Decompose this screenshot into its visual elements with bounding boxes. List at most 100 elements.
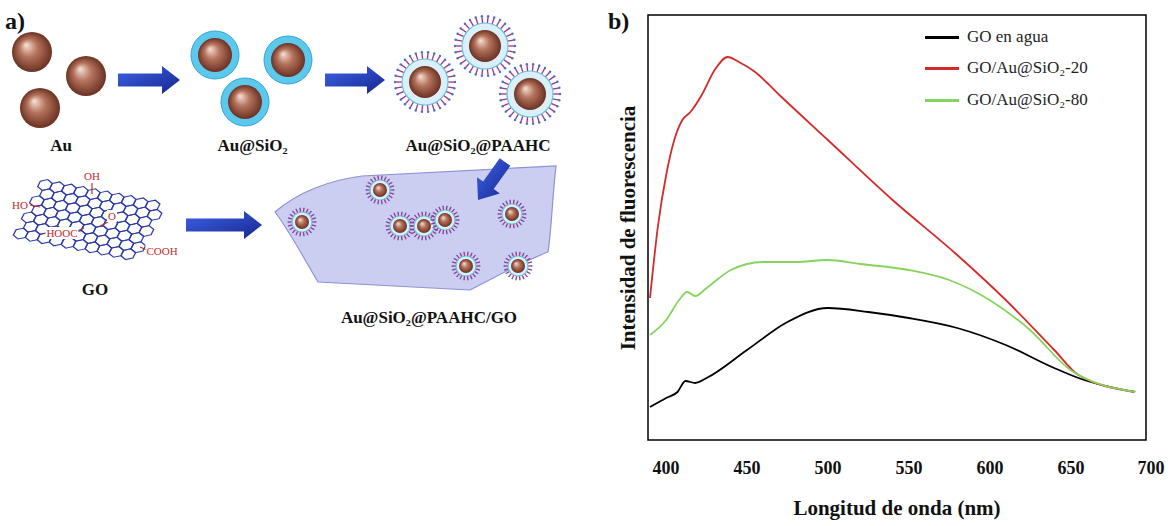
- polymer-chain: [386, 225, 390, 226]
- polymer-end: [368, 197, 369, 198]
- gold-core: [409, 66, 441, 98]
- graphene-sheet: [275, 166, 556, 290]
- polymer-end: [504, 269, 505, 270]
- polymer-end: [307, 209, 308, 210]
- polymer-end: [509, 115, 511, 117]
- polymer-end: [386, 221, 387, 222]
- polymer-end: [511, 253, 512, 254]
- polymer-end: [458, 215, 459, 216]
- polymer-end: [523, 278, 524, 279]
- polymer-end: [479, 261, 480, 262]
- polymer-end: [526, 63, 528, 65]
- polymer-end: [556, 105, 558, 107]
- gold-core: [198, 38, 232, 72]
- polymer-end: [499, 99, 501, 101]
- legend-entry: GO/Au@SiO₂-80: [925, 90, 1091, 110]
- polymer-end: [454, 258, 455, 259]
- polymer-end: [404, 103, 406, 105]
- polymer-end: [553, 110, 555, 112]
- polymer-end: [411, 218, 412, 219]
- polymer-end: [503, 265, 504, 266]
- polymer-end: [504, 23, 506, 25]
- carbon-ring: [138, 224, 155, 237]
- polymer-end: [373, 177, 374, 178]
- polymer-end: [381, 175, 382, 176]
- polymer-end: [481, 15, 483, 17]
- polymer-chain: [504, 265, 508, 266]
- polymer-end: [501, 81, 503, 83]
- bond-line: [30, 205, 40, 207]
- polymer-end: [475, 73, 477, 75]
- polymer-chain: [498, 213, 502, 214]
- polymer-end: [519, 251, 520, 252]
- polymer-end: [509, 71, 511, 73]
- silica-coated-particles: [191, 31, 312, 126]
- polymer-chain: [453, 212, 456, 214]
- polymer-end: [500, 221, 501, 222]
- polymer-end: [435, 230, 436, 231]
- polymer-end: [477, 258, 478, 259]
- legend-entry: GO/Au@SiO₂-20: [925, 58, 1091, 78]
- polymer-end: [429, 238, 430, 239]
- functional-groups: [30, 183, 147, 250]
- polymer-chain: [290, 214, 293, 216]
- polymer-end: [464, 23, 466, 25]
- polymer-end: [435, 209, 436, 210]
- polymer-end: [408, 215, 409, 216]
- polymer-end: [448, 63, 450, 65]
- polymer-end: [290, 214, 291, 215]
- polymer-chain: [473, 255, 476, 258]
- polymer-end: [467, 279, 468, 280]
- polymer-chain: [366, 189, 370, 190]
- polymer-end: [517, 226, 518, 227]
- silica-shell: [402, 59, 448, 105]
- polymer-end: [404, 59, 406, 61]
- polymer-end: [373, 202, 374, 203]
- silica-particle-group: Au@SiO₂: [186, 25, 319, 158]
- graphene-oxide-sheet: [12, 178, 167, 261]
- polymer-end: [451, 93, 453, 95]
- polymer-end: [508, 276, 509, 277]
- polymer-end: [511, 33, 513, 35]
- polymer-end: [451, 69, 453, 71]
- polymer-end: [386, 229, 387, 230]
- polymer-end: [523, 206, 524, 207]
- polymer-end: [456, 33, 458, 35]
- gold-core: [505, 207, 519, 221]
- polymer-end: [394, 75, 396, 77]
- polymer-end: [391, 182, 392, 183]
- polymer-end: [444, 103, 446, 105]
- polymer-end: [487, 15, 489, 17]
- silica-shell: [414, 216, 434, 236]
- polymer-chain: [512, 253, 514, 257]
- polymer-end: [288, 225, 289, 226]
- polymer-end: [456, 57, 458, 59]
- polymer-end: [531, 261, 532, 262]
- carbon-ring: [100, 208, 117, 221]
- silica-shell: [456, 256, 476, 276]
- polymer-end: [401, 239, 402, 240]
- polymer-end: [313, 229, 314, 230]
- polymer-end: [439, 55, 441, 57]
- polymer-chain: [410, 225, 414, 226]
- polymer-end: [435, 233, 436, 234]
- polymer-end: [365, 189, 366, 190]
- node-label: GO: [82, 280, 108, 300]
- polymer-chain: [310, 227, 313, 229]
- gold-core: [373, 183, 387, 197]
- polymer-end: [429, 213, 430, 214]
- polymer-end: [393, 193, 394, 194]
- polymer-end: [292, 211, 293, 212]
- polymer-end: [544, 119, 546, 121]
- polymer-chain: [452, 265, 456, 266]
- polymer-end: [433, 52, 435, 54]
- polymer-end: [315, 225, 316, 226]
- polymer-end: [456, 227, 457, 228]
- polymer-end: [446, 233, 447, 234]
- polymer-end: [520, 203, 521, 204]
- polymer-end: [525, 209, 526, 210]
- carbon-ring: [130, 241, 147, 254]
- polymer-end: [390, 236, 391, 237]
- polymer-end: [299, 207, 300, 208]
